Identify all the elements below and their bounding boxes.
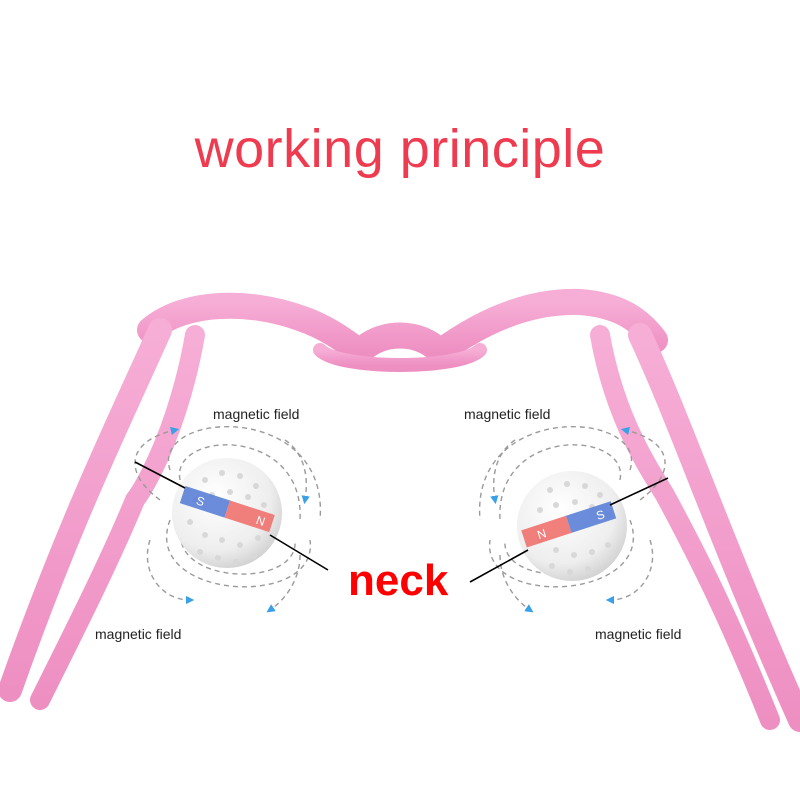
page-title: working principle <box>194 119 606 179</box>
right-magnet-south-label: S <box>594 507 606 523</box>
left-magnet-south-label: S <box>194 493 206 509</box>
magnetic-field-label-top-left: magnetic field <box>213 406 300 422</box>
left-axis-line-inner <box>269 534 329 571</box>
left-magnet-north-label: N <box>254 513 267 529</box>
right-axis-line-outer <box>609 477 669 506</box>
magnetic-field-label-top-right: magnetic field <box>464 406 551 422</box>
magnetic-field-label-bottom-left: magnetic field <box>95 626 182 642</box>
right-axis-line-inner <box>469 549 529 583</box>
left-axis-line-outer <box>134 461 186 489</box>
massager-frame <box>0 288 800 732</box>
right-magnet-north-label: N <box>536 526 549 542</box>
magnetic-field-label-bottom-right: magnetic field <box>595 626 682 642</box>
right-bar-magnet: N S <box>521 501 617 548</box>
left-bar-magnet: S N <box>179 485 275 533</box>
left-magnetic-field-lines <box>134 425 321 613</box>
neck-label: neck <box>348 556 449 605</box>
